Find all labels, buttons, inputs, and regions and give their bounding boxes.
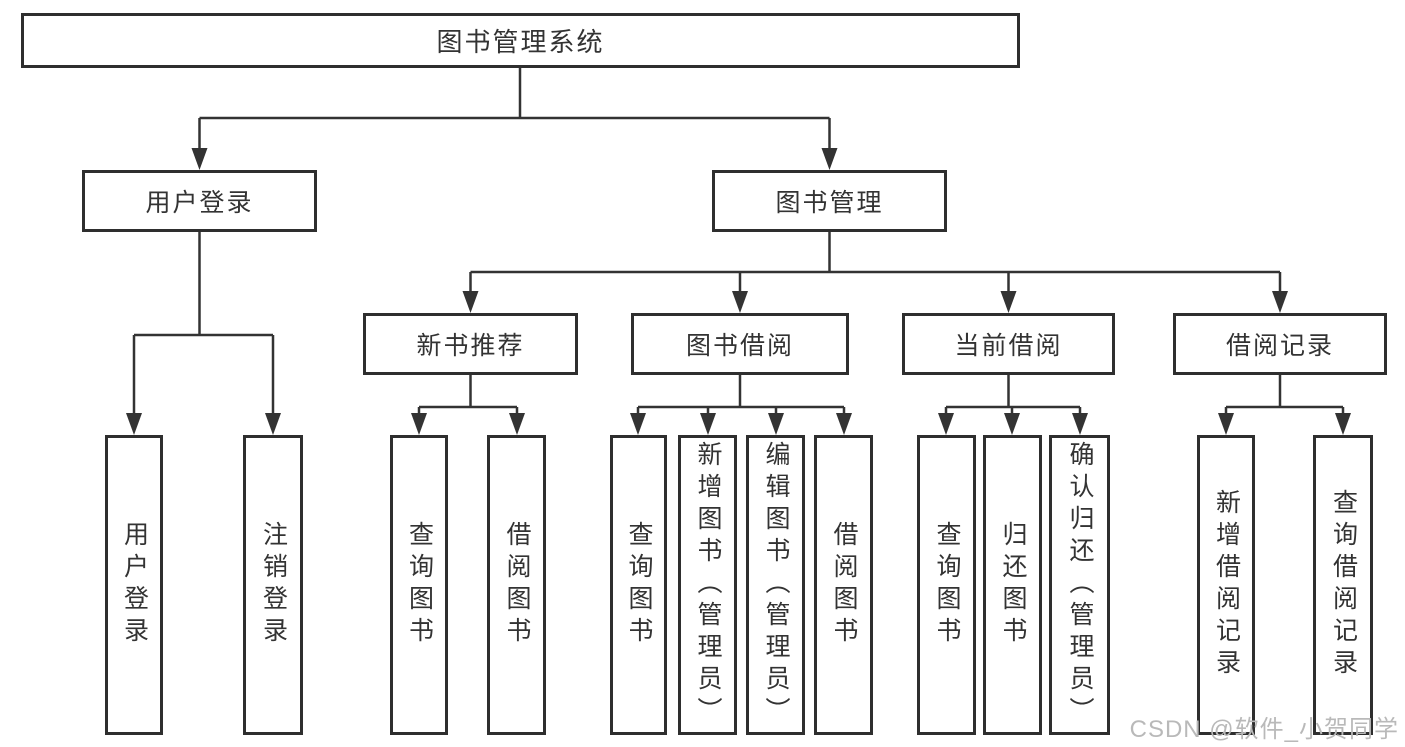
node-new-book-recommend: 新书推荐	[363, 313, 578, 375]
leaf-label: 借阅图书	[830, 521, 858, 649]
arrowhead-icon	[630, 413, 646, 435]
node-root-label: 图书管理系统	[436, 27, 605, 57]
leaf-borrow-books-2: 借阅图书	[814, 435, 873, 735]
leaf-edit-book-admin: 编辑图书（管理员）	[746, 435, 805, 735]
leaf-user-login: 用户登录	[105, 435, 163, 735]
leaf-query-books-1: 查询图书	[390, 435, 448, 735]
csdn-watermark: CSDN @软件_小贺同学	[1129, 716, 1399, 743]
node-label: 借阅记录	[1225, 332, 1334, 360]
arrowhead-icon	[836, 413, 852, 435]
leaf-query-books-2: 查询图书	[610, 435, 667, 735]
connector-bookmgmt-to-level3	[469, 232, 1282, 293]
arrowhead-icon	[462, 291, 479, 313]
arrowhead-icon	[1335, 413, 1351, 435]
connector-root-to-level2	[198, 68, 831, 150]
node-label: 图书借阅	[685, 332, 794, 360]
leaf-label: 确认归还（管理员）	[1066, 441, 1094, 729]
connector-newbook-to-leaves	[417, 375, 519, 417]
leaf-label: 归还图书	[999, 521, 1027, 649]
leaf-label: 编辑图书（管理员）	[762, 441, 790, 729]
arrowhead-icon	[768, 413, 784, 435]
arrowhead-icon	[732, 291, 748, 313]
node-label: 用户登录	[145, 189, 254, 217]
leaf-query-books-3: 查询图书	[917, 435, 976, 735]
arrowhead-icon	[700, 413, 716, 435]
arrowhead-icon	[1000, 291, 1017, 313]
leaf-query-borrow-record: 查询借阅记录	[1313, 435, 1373, 735]
arrowhead-icon	[411, 413, 427, 435]
arrowhead-icon	[1218, 413, 1234, 435]
arrowhead-icon	[938, 413, 954, 435]
leaf-label: 注销登录	[259, 521, 288, 649]
leaf-label: 查询借阅记录	[1329, 489, 1358, 681]
leaf-add-book-admin: 新增图书（管理员）	[678, 435, 737, 735]
arrowhead-icon	[265, 413, 281, 435]
arrowhead-icon	[126, 413, 142, 435]
leaf-label: 查询图书	[625, 521, 653, 649]
node-borrow-records: 借阅记录	[1173, 313, 1387, 375]
arrowhead-icon	[1072, 413, 1088, 435]
node-current-borrow: 当前借阅	[902, 313, 1115, 375]
leaf-borrow-books-1: 借阅图书	[487, 435, 546, 735]
arrowhead-icon	[821, 148, 838, 170]
arrowhead-icon	[1004, 413, 1020, 435]
leaf-label: 新增借阅记录	[1212, 489, 1241, 681]
leaf-label: 查询图书	[405, 521, 434, 649]
arrowheads	[126, 148, 1351, 435]
arrowhead-icon	[1272, 291, 1288, 313]
node-label: 图书管理	[775, 189, 884, 217]
connector-borrowrecords-to-leaves	[1224, 375, 1345, 417]
connector-bookborrow-to-leaves	[636, 375, 846, 417]
leaf-return-book: 归还图书	[983, 435, 1042, 735]
arrowhead-icon	[509, 413, 525, 435]
node-book-borrow: 图书借阅	[631, 313, 849, 375]
arrowhead-icon	[191, 148, 208, 170]
connector-currentborrow-to-leaves	[944, 375, 1082, 417]
node-root: 图书管理系统	[21, 13, 1020, 68]
node-label: 当前借阅	[954, 332, 1063, 360]
node-user-login-branch: 用户登录	[82, 170, 317, 232]
node-book-management: 图书管理	[712, 170, 947, 232]
leaf-add-borrow-record: 新增借阅记录	[1197, 435, 1255, 735]
leaf-logout: 注销登录	[243, 435, 303, 735]
node-label: 新书推荐	[416, 332, 525, 360]
leaf-label: 查询图书	[933, 521, 961, 649]
leaf-label: 新增图书（管理员）	[694, 441, 722, 729]
leaf-confirm-return-admin: 确认归还（管理员）	[1049, 435, 1110, 735]
leaf-label: 借阅图书	[503, 521, 531, 649]
leaf-label: 用户登录	[120, 521, 149, 649]
connector-userlogin-to-leaves	[132, 232, 275, 415]
